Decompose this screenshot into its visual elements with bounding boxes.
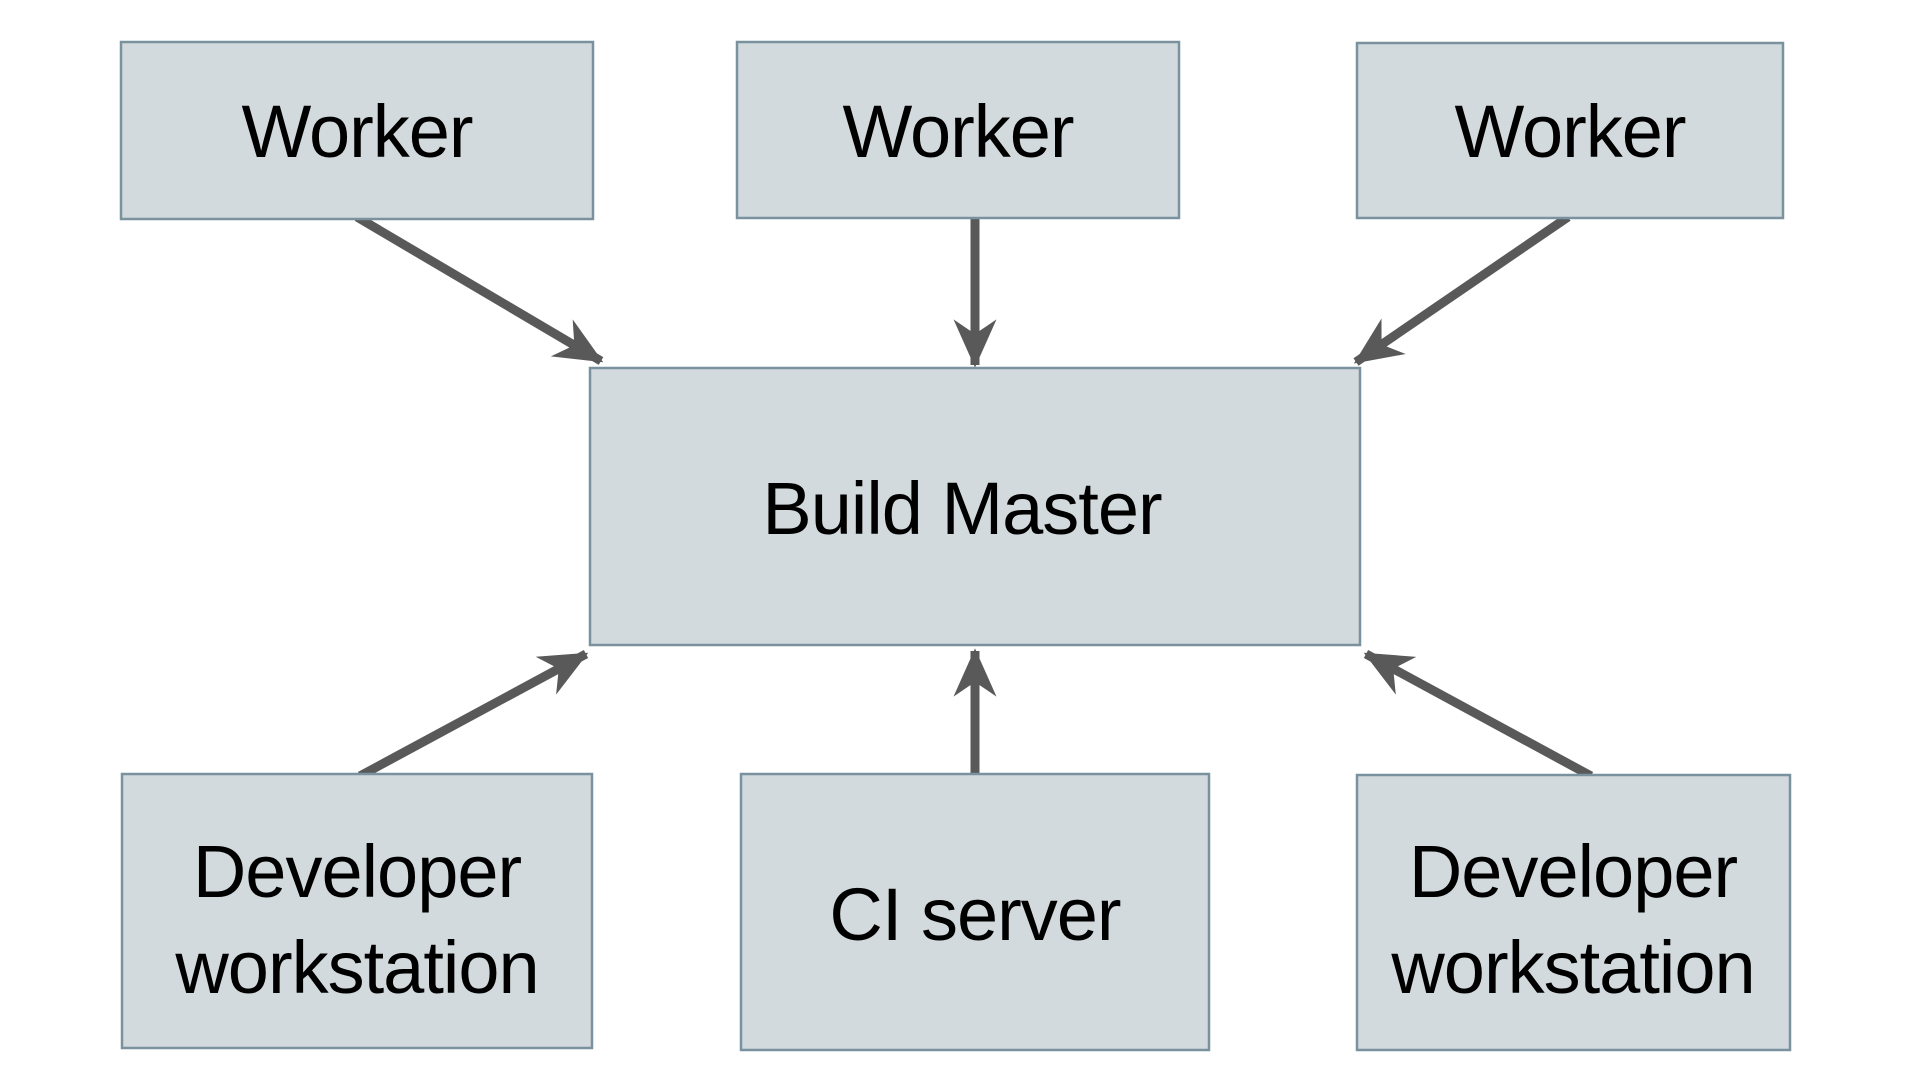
node-developer-right-label-line2: workstation xyxy=(1390,926,1754,1009)
node-developer-left: Developer workstation xyxy=(120,772,594,1050)
node-worker-center-label: Worker xyxy=(842,90,1073,173)
arrow-developer-right-to-build-master xyxy=(1363,650,1594,780)
node-ci-server-box xyxy=(739,772,1211,1052)
node-build-master-label: Build Master xyxy=(762,467,1162,550)
node-worker-center-box xyxy=(735,40,1181,220)
node-developer-right-box xyxy=(1355,773,1792,1052)
node-ci-server-label: CI server xyxy=(829,873,1121,956)
node-worker-right-label: Worker xyxy=(1454,90,1685,173)
node-worker-left-box xyxy=(119,40,595,221)
node-build-master-box xyxy=(588,366,1362,647)
node-developer-right: Developer workstation xyxy=(1355,773,1792,1052)
node-developer-right-label-line1: Developer xyxy=(1409,830,1738,913)
arrow-worker-right-to-build-master xyxy=(1353,213,1571,366)
arrow-worker-left-to-build-master xyxy=(354,213,604,365)
node-developer-left-label-line2: workstation xyxy=(174,926,538,1009)
node-worker-center: Worker xyxy=(735,40,1181,220)
node-worker-right-box xyxy=(1355,41,1785,220)
node-worker-left-label: Worker xyxy=(241,90,472,173)
node-developer-left-box xyxy=(120,772,594,1050)
node-worker-left: Worker xyxy=(119,40,595,221)
node-build-master: Build Master xyxy=(588,366,1362,647)
node-ci-server: CI server xyxy=(739,772,1211,1052)
node-worker-right: Worker xyxy=(1355,41,1785,220)
arrow-developer-left-to-build-master xyxy=(357,650,589,780)
node-developer-left-label-line1: Developer xyxy=(193,830,522,913)
